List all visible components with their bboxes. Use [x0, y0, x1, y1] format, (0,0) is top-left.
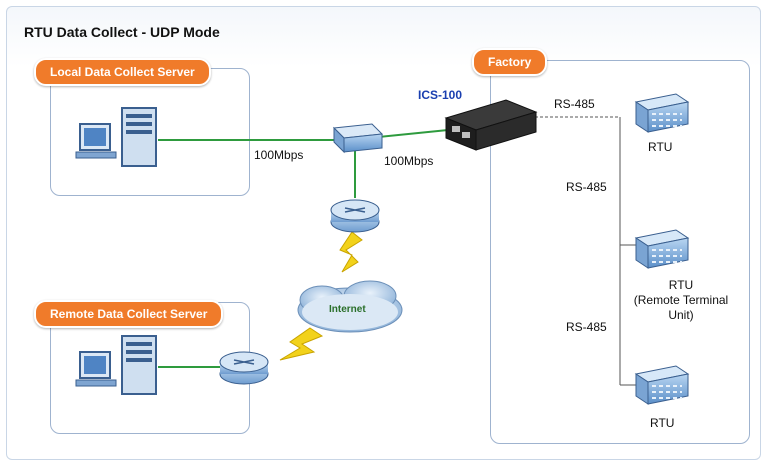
rtu-icon [634, 229, 690, 269]
router-icon [219, 351, 269, 385]
rs485-label: RS-485 [554, 97, 595, 111]
rtu-icon [634, 93, 690, 133]
rtu-icon [634, 365, 690, 405]
rtu-label: RTU [648, 140, 673, 154]
ics-100-device-icon [444, 99, 538, 151]
rtu-label: RTU [650, 416, 675, 430]
rs485-label: RS-485 [566, 180, 607, 194]
ethernet-links [158, 129, 449, 368]
rtu-label: RTU (Remote Terminal Unit) [618, 278, 744, 323]
factory-tag: Factory [472, 48, 548, 76]
local-server-tower-icon [121, 107, 157, 167]
local-computer-icon [75, 123, 117, 159]
local-server-tag: Local Data Collect Server [34, 58, 211, 86]
rs485-bus [535, 116, 636, 386]
router-icon [330, 199, 380, 233]
remote-server-tag: Remote Data Collect Server [34, 300, 224, 328]
rtu-label-line: (Remote Terminal [633, 293, 729, 307]
remote-server-tower-icon [121, 335, 157, 395]
internet-cloud-icon [297, 280, 403, 333]
link-speed-label: 100Mbps [384, 154, 434, 168]
rtu-label-line: RTU [668, 278, 694, 292]
remote-computer-icon [75, 351, 117, 387]
rs485-label: RS-485 [566, 320, 607, 334]
lightning-bolt-icon [279, 327, 324, 361]
diagram-title: RTU Data Collect - UDP Mode [24, 24, 220, 40]
lightning-bolt-icon [339, 231, 363, 273]
internet-label: Internet [329, 304, 366, 315]
rtu-label-line: Unit) [668, 308, 694, 322]
device-label: ICS-100 [418, 88, 463, 102]
link-speed-label: 100Mbps [254, 148, 304, 162]
switch-icon [332, 123, 384, 154]
